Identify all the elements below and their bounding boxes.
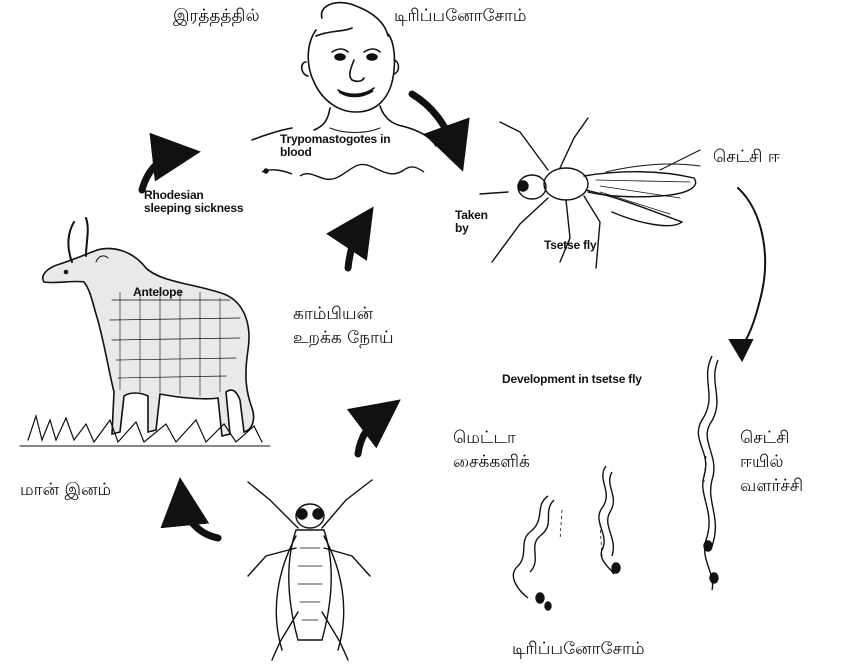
label-line: மெட்டா — [453, 426, 530, 450]
cycle-arrow-icon — [730, 188, 765, 360]
label-line: ஈயில் — [740, 450, 803, 474]
label-taken-by: Taken by — [455, 209, 488, 235]
tamil-label-trypanosome-top: டிரிப்பனோசோம் — [394, 6, 527, 28]
label-antelope: Antelope — [133, 285, 183, 299]
label-line: சைக்களிக் — [453, 450, 530, 474]
blood-trypanosome-icon — [262, 164, 424, 179]
tamil-label-development-in-fly: செட்சி ஈயில் வளர்ச்சி — [740, 426, 803, 498]
label-line: blood — [280, 146, 390, 159]
label-line: by — [455, 222, 488, 235]
tamil-label-deer-species: மான் இனம் — [20, 480, 111, 502]
tamil-label-gambian-sleeping-sickness: காம்பியன் உறக்க நோய் — [293, 302, 394, 350]
label-line: sleeping sickness — [144, 202, 243, 215]
label-tsetse-fly: Tsetse fly — [544, 238, 596, 252]
tamil-label-in-blood: இரத்தத்தில் — [173, 6, 260, 28]
tamil-label-tsetse-fly: செட்சி ஈ — [713, 147, 780, 169]
label-line: செட்சி — [740, 426, 803, 450]
tamil-label-trypanosome-bottom: டிரிப்பனோசோம் — [512, 639, 645, 661]
label-line: வளர்ச்சி — [740, 474, 803, 498]
label-trypomastigotes-in-blood: Trypomastogotes in blood — [280, 133, 390, 159]
antelope-icon — [20, 218, 270, 446]
label-rhodesian-sleeping-sickness: Rhodesian sleeping sickness — [144, 189, 243, 215]
development-trypanosome-icon — [513, 356, 718, 610]
tamil-label-metacyclic: மெட்டா சைக்களிக் — [453, 426, 530, 474]
label-line: காம்பியன் — [293, 302, 394, 326]
label-development-in-tsetse-fly: Development in tsetse fly — [502, 372, 642, 386]
fly-vector-icon — [248, 480, 372, 660]
label-line: உறக்க நோய் — [293, 326, 394, 350]
